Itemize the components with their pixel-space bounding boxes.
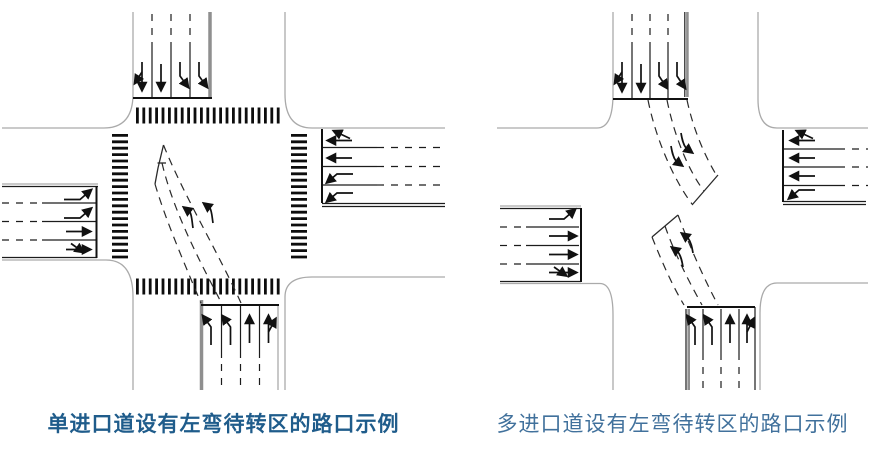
lane-markings [500, 14, 868, 390]
waiting-left-arrow [679, 231, 694, 254]
lane-markings [2, 14, 445, 390]
crosswalks [112, 107, 307, 295]
multi-intersection-diagram [497, 12, 868, 390]
waiting-left-arrow [670, 145, 685, 168]
waiting-left-arrow [680, 132, 695, 155]
lane-arrows [64, 62, 353, 345]
lane-arrows [549, 62, 815, 345]
caption-single-approach: 单进口道设有左弯待转区的路口示例 [47, 413, 400, 436]
waiting-left-arrow [201, 201, 214, 224]
left-turn-waiting-area-northbound [154, 144, 242, 304]
road-network [497, 12, 868, 390]
waiting-left-arrow [181, 205, 194, 229]
single-intersection-diagram [2, 12, 445, 390]
waiting-left-arrow [669, 245, 684, 268]
left-turn-waiting-area-northbound [651, 214, 719, 306]
left-turn-waiting-area-southbound [647, 99, 719, 206]
caption-multi-approach: 多进口道设有左弯待转区的路口示例 [496, 413, 849, 436]
road-network [2, 12, 445, 390]
